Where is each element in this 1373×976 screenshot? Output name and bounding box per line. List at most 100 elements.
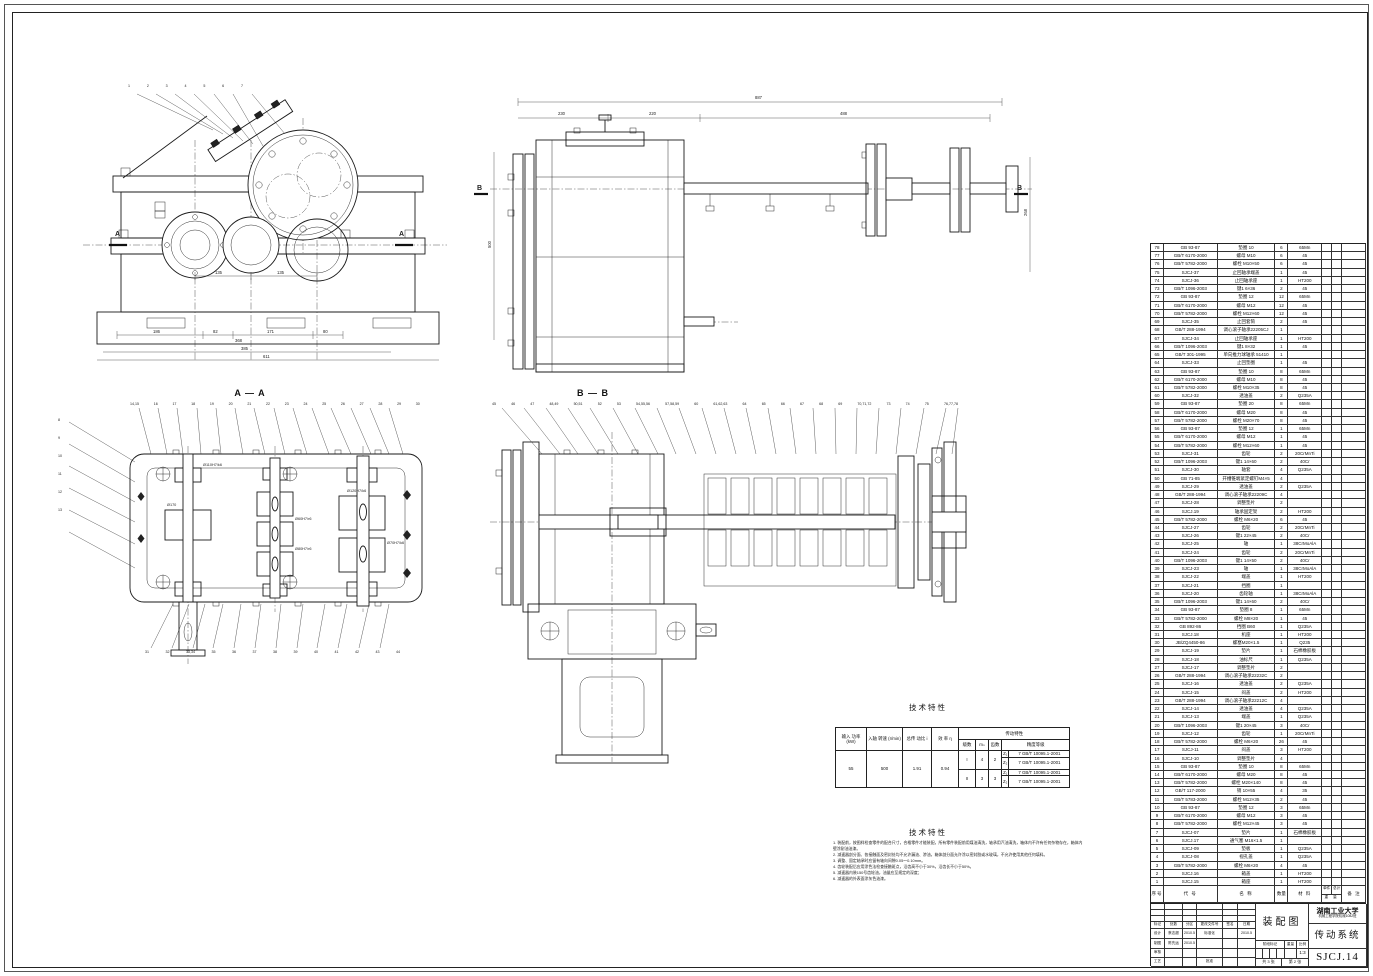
list-item-label: 23 — [284, 402, 289, 406]
bom-cell: 止回垫圈 — [1217, 359, 1276, 368]
bom-cell: 螺母 M12 — [1217, 301, 1276, 310]
list-item-label: 5. 减速器内装150号齿轮油，油量应至规定的深度； — [833, 870, 922, 876]
bom-cell: HT200 — [1288, 688, 1323, 697]
tb-approve: 批准 — [1197, 958, 1223, 967]
bom-cell: 26 — [1151, 672, 1164, 681]
bom-cell — [1288, 474, 1323, 483]
bom-cell — [1322, 351, 1333, 360]
bom-cell — [1322, 466, 1333, 475]
bom-cell: HT200 — [1288, 869, 1323, 879]
bom-cell: 调心滚子轴承22209C — [1217, 491, 1276, 500]
bom-cell: 2 — [1275, 392, 1289, 401]
bom-cell — [1322, 746, 1333, 755]
bom-cell: 38CrMoAlA — [1288, 565, 1323, 574]
bom-cell — [1332, 548, 1343, 557]
bom-cell: 8 — [1275, 375, 1289, 384]
bom-cell: 4 — [1275, 474, 1289, 483]
base-bolts — [540, 621, 686, 641]
bom-cell — [1332, 845, 1343, 854]
bom-cell — [1322, 812, 1333, 821]
bom-cell — [1342, 244, 1366, 253]
bom-cell: HT200 — [1288, 507, 1323, 516]
bom-cell: 36 — [1151, 589, 1164, 599]
list-item-label: 25 — [322, 402, 327, 406]
bom-cell — [1342, 738, 1366, 747]
tb-scale-label: 比例 — [1297, 941, 1309, 949]
bom-cell: HT200 — [1288, 276, 1323, 286]
list-item-label: 1. 装配前，按图样检查零件的配合尺寸，合格零件才能装配，所有零件装配前用煤油清… — [833, 840, 1083, 852]
bom-cell: 20 — [1151, 721, 1164, 730]
tech-header-drive: 传动特性 — [957, 727, 1071, 740]
bom-cell: 3 — [1151, 861, 1164, 870]
bom-cell — [1342, 425, 1366, 434]
bom-header-weight-label: 重 量 — [1324, 894, 1339, 899]
bom-cell: 垫圈 12 — [1217, 293, 1276, 302]
shaft-1-section — [164, 453, 212, 657]
list-item-label: 43 — [375, 650, 380, 654]
bom-cell — [1322, 639, 1333, 648]
list-item-label: 1 — [128, 84, 130, 88]
bom-cell: 45 — [1288, 820, 1323, 829]
bom-cell: SJCJ-30 — [1163, 466, 1218, 475]
bom-cell: 5 — [1151, 845, 1164, 854]
list-item-label: 69 — [838, 402, 843, 406]
bom-cell — [1322, 359, 1333, 368]
bom-cell — [1332, 861, 1343, 870]
bom-cell — [1322, 499, 1333, 508]
tech-table-caption: 技术特性 — [909, 703, 947, 712]
bom-cell: 调心滚子轴承22212C — [1217, 696, 1276, 706]
bom-cell — [1332, 532, 1343, 541]
bom-cell — [1342, 276, 1366, 286]
bom-cell: SJCJ.17 — [1163, 836, 1218, 846]
bom-cell: SJCJ-25 — [1163, 540, 1218, 549]
bom-cell: 1 — [1275, 334, 1289, 343]
bom-cell: 调心滚子轴承22205CJ — [1217, 326, 1276, 335]
bom-cell: 42 — [1151, 540, 1164, 549]
bom-cell: 键1 6×36 — [1217, 285, 1276, 294]
bom-cell: 45 — [1288, 375, 1323, 384]
bom-cell: 16 — [1151, 754, 1164, 763]
bom-cell: 12 — [1275, 309, 1289, 319]
bom-cell: 8 — [1275, 367, 1289, 376]
bom-cell: GB/T 6170-2000 — [1163, 433, 1218, 442]
bom-cell — [1322, 276, 1333, 286]
bom-cell — [1332, 647, 1343, 656]
bom-cell: SJCJ-33 — [1163, 359, 1218, 368]
list-item-label: 32 — [165, 650, 170, 654]
bom-cell: 1 — [1275, 836, 1289, 846]
tb-check: 审核 — [1151, 949, 1165, 958]
bom-cell: SJCJ-07 — [1163, 828, 1218, 837]
tb-mark: 标记 — [1151, 922, 1165, 929]
list-item-label: 29 — [397, 402, 402, 406]
bom-cell: 垫板 — [1217, 845, 1276, 854]
bom-cell: 透油盖 — [1217, 482, 1276, 492]
bearing-bores — [161, 211, 349, 282]
gear-cluster-section — [707, 477, 888, 567]
bom-cell: 65Mn — [1288, 400, 1323, 409]
bom-cell — [1322, 540, 1333, 549]
bom-cell — [1322, 260, 1333, 269]
bom-cell: 4 — [1275, 466, 1289, 475]
dim-callout: Ø60H7/r6 — [295, 517, 311, 521]
bom-cell — [1322, 244, 1333, 253]
bom-cell: 1 — [1275, 729, 1289, 739]
bom-cell — [1342, 729, 1366, 739]
bom-cell: 45 — [1288, 812, 1323, 821]
bom-cell — [1332, 252, 1343, 261]
bom-cell — [1322, 458, 1333, 467]
bom-cell: 视孔盖 — [1217, 853, 1276, 862]
bom-cell: 13 — [1151, 779, 1164, 788]
